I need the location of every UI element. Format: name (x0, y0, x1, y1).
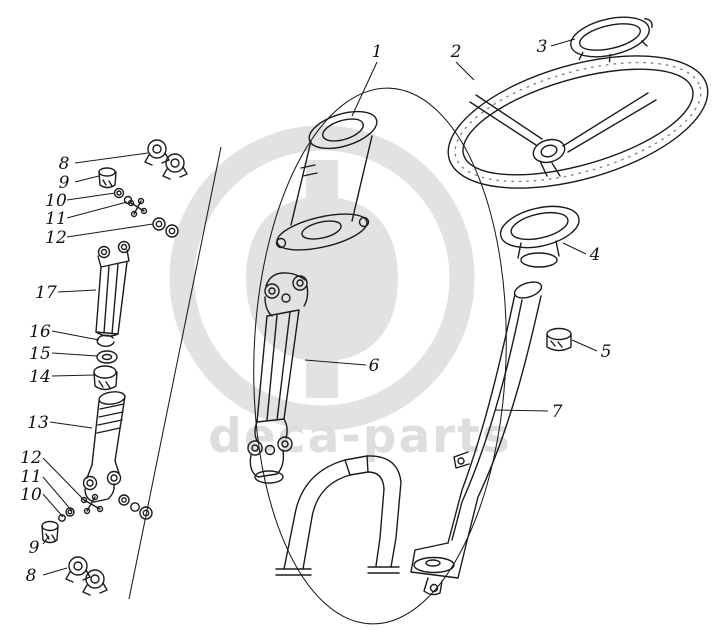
leader-line (66, 201, 128, 219)
leader-line (51, 330, 100, 341)
leader-line (42, 535, 50, 545)
steering-wheel (447, 55, 709, 189)
clamp-yoke-pair-bottom (65, 556, 108, 596)
part-callout-2: 2 (450, 42, 462, 62)
leader-line (57, 289, 97, 293)
part-callout-14: 14 (29, 367, 51, 387)
wheel-spoke-lower (539, 160, 561, 177)
leader-lines (42, 38, 598, 576)
part-callout-12-top: 12 (45, 228, 67, 248)
assembly-outline-ellipse (253, 87, 507, 625)
thrust-washer (96, 350, 118, 364)
column-support-bracket (410, 281, 543, 596)
part-callout-4: 4 (589, 245, 601, 265)
watermark-glyph-bar (306, 160, 338, 398)
leader-line (74, 175, 100, 183)
bushing-top (98, 167, 117, 189)
leader-line (42, 567, 68, 576)
lower-steering-shaft (82, 391, 126, 503)
watermark-text: deca-parts (208, 409, 512, 464)
leader-line (455, 61, 475, 81)
bracket-clip (453, 451, 470, 469)
part-callouts: 1 2 3 4 5 6 7 8 9 10 11 12 17 16 15 14 1… (20, 37, 611, 586)
leader-line (66, 192, 116, 201)
leader-line (304, 359, 367, 366)
bracket-channel-edge (451, 299, 523, 541)
part-callout-10-top: 10 (45, 191, 67, 211)
watermark: deca-parts (169, 125, 512, 464)
part-callout-3: 3 (537, 37, 548, 57)
part-callout-5: 5 (601, 342, 612, 362)
part-callout-11-bottom: 11 (20, 467, 42, 487)
leader-line (51, 352, 98, 357)
steering-column-tube (275, 110, 378, 251)
flange-lug-left (275, 237, 287, 249)
bushing-bottom (41, 520, 59, 544)
leader-line (562, 242, 587, 255)
leader-line (495, 409, 549, 412)
leader-line (49, 421, 93, 429)
part-callout-16: 16 (29, 322, 51, 342)
part-callout-8-bottom: 8 (26, 566, 37, 586)
leader-line (51, 374, 95, 377)
wheel-spoke-right (562, 92, 657, 153)
part-callout-11-top: 11 (45, 209, 67, 229)
construction-lines (128, 87, 507, 625)
part-callout-1: 1 (372, 42, 383, 62)
part-callout-9-top: 9 (59, 173, 70, 193)
cross-journal-bottom (80, 493, 104, 515)
watermark-ring-icon (169, 125, 475, 431)
small-parts-bottom (58, 493, 153, 522)
shaft-splines (96, 403, 125, 434)
leader-line (351, 61, 378, 117)
part-callout-12-bottom: 12 (20, 448, 42, 468)
leader-line (571, 339, 598, 352)
part-callout-10-bottom: 10 (20, 485, 42, 505)
leader-line (66, 223, 154, 238)
floor-support-bracket (275, 455, 402, 576)
leader-line (74, 152, 149, 164)
wheel-spoke-left (469, 94, 543, 146)
tube-slot (300, 164, 318, 177)
upper-steering-shaft (95, 240, 131, 337)
clamp-yoke-pair-top (144, 139, 188, 180)
part-callout-17: 17 (35, 283, 57, 303)
watermark-glyph-left (246, 198, 306, 360)
leader-line (550, 38, 576, 47)
universal-joint-shaft (247, 272, 309, 484)
assembly-axis-line (128, 146, 222, 600)
snap-ring (96, 334, 115, 348)
leader-line (42, 457, 86, 502)
leader-line (42, 493, 64, 518)
small-parts-top (113, 187, 179, 238)
part-callout-6: 6 (369, 356, 380, 376)
leader-line (42, 476, 73, 512)
watermark-glyph-right (338, 198, 398, 360)
cross-journal-top (127, 197, 148, 218)
bushing-middle (93, 365, 118, 391)
bracket-lower-tab (423, 577, 443, 596)
part-callout-13: 13 (27, 413, 49, 433)
hub-cover (499, 205, 580, 268)
flange-lug-right (358, 216, 370, 228)
part-callout-15: 15 (29, 344, 51, 364)
part-callout-9-bottom: 9 (29, 538, 40, 558)
part-callout-7: 7 (552, 402, 563, 422)
wheel-grip-texture (454, 61, 702, 183)
column-cap (546, 327, 572, 352)
horn-button-cap (570, 16, 653, 63)
part-callout-8-top: 8 (59, 154, 70, 174)
